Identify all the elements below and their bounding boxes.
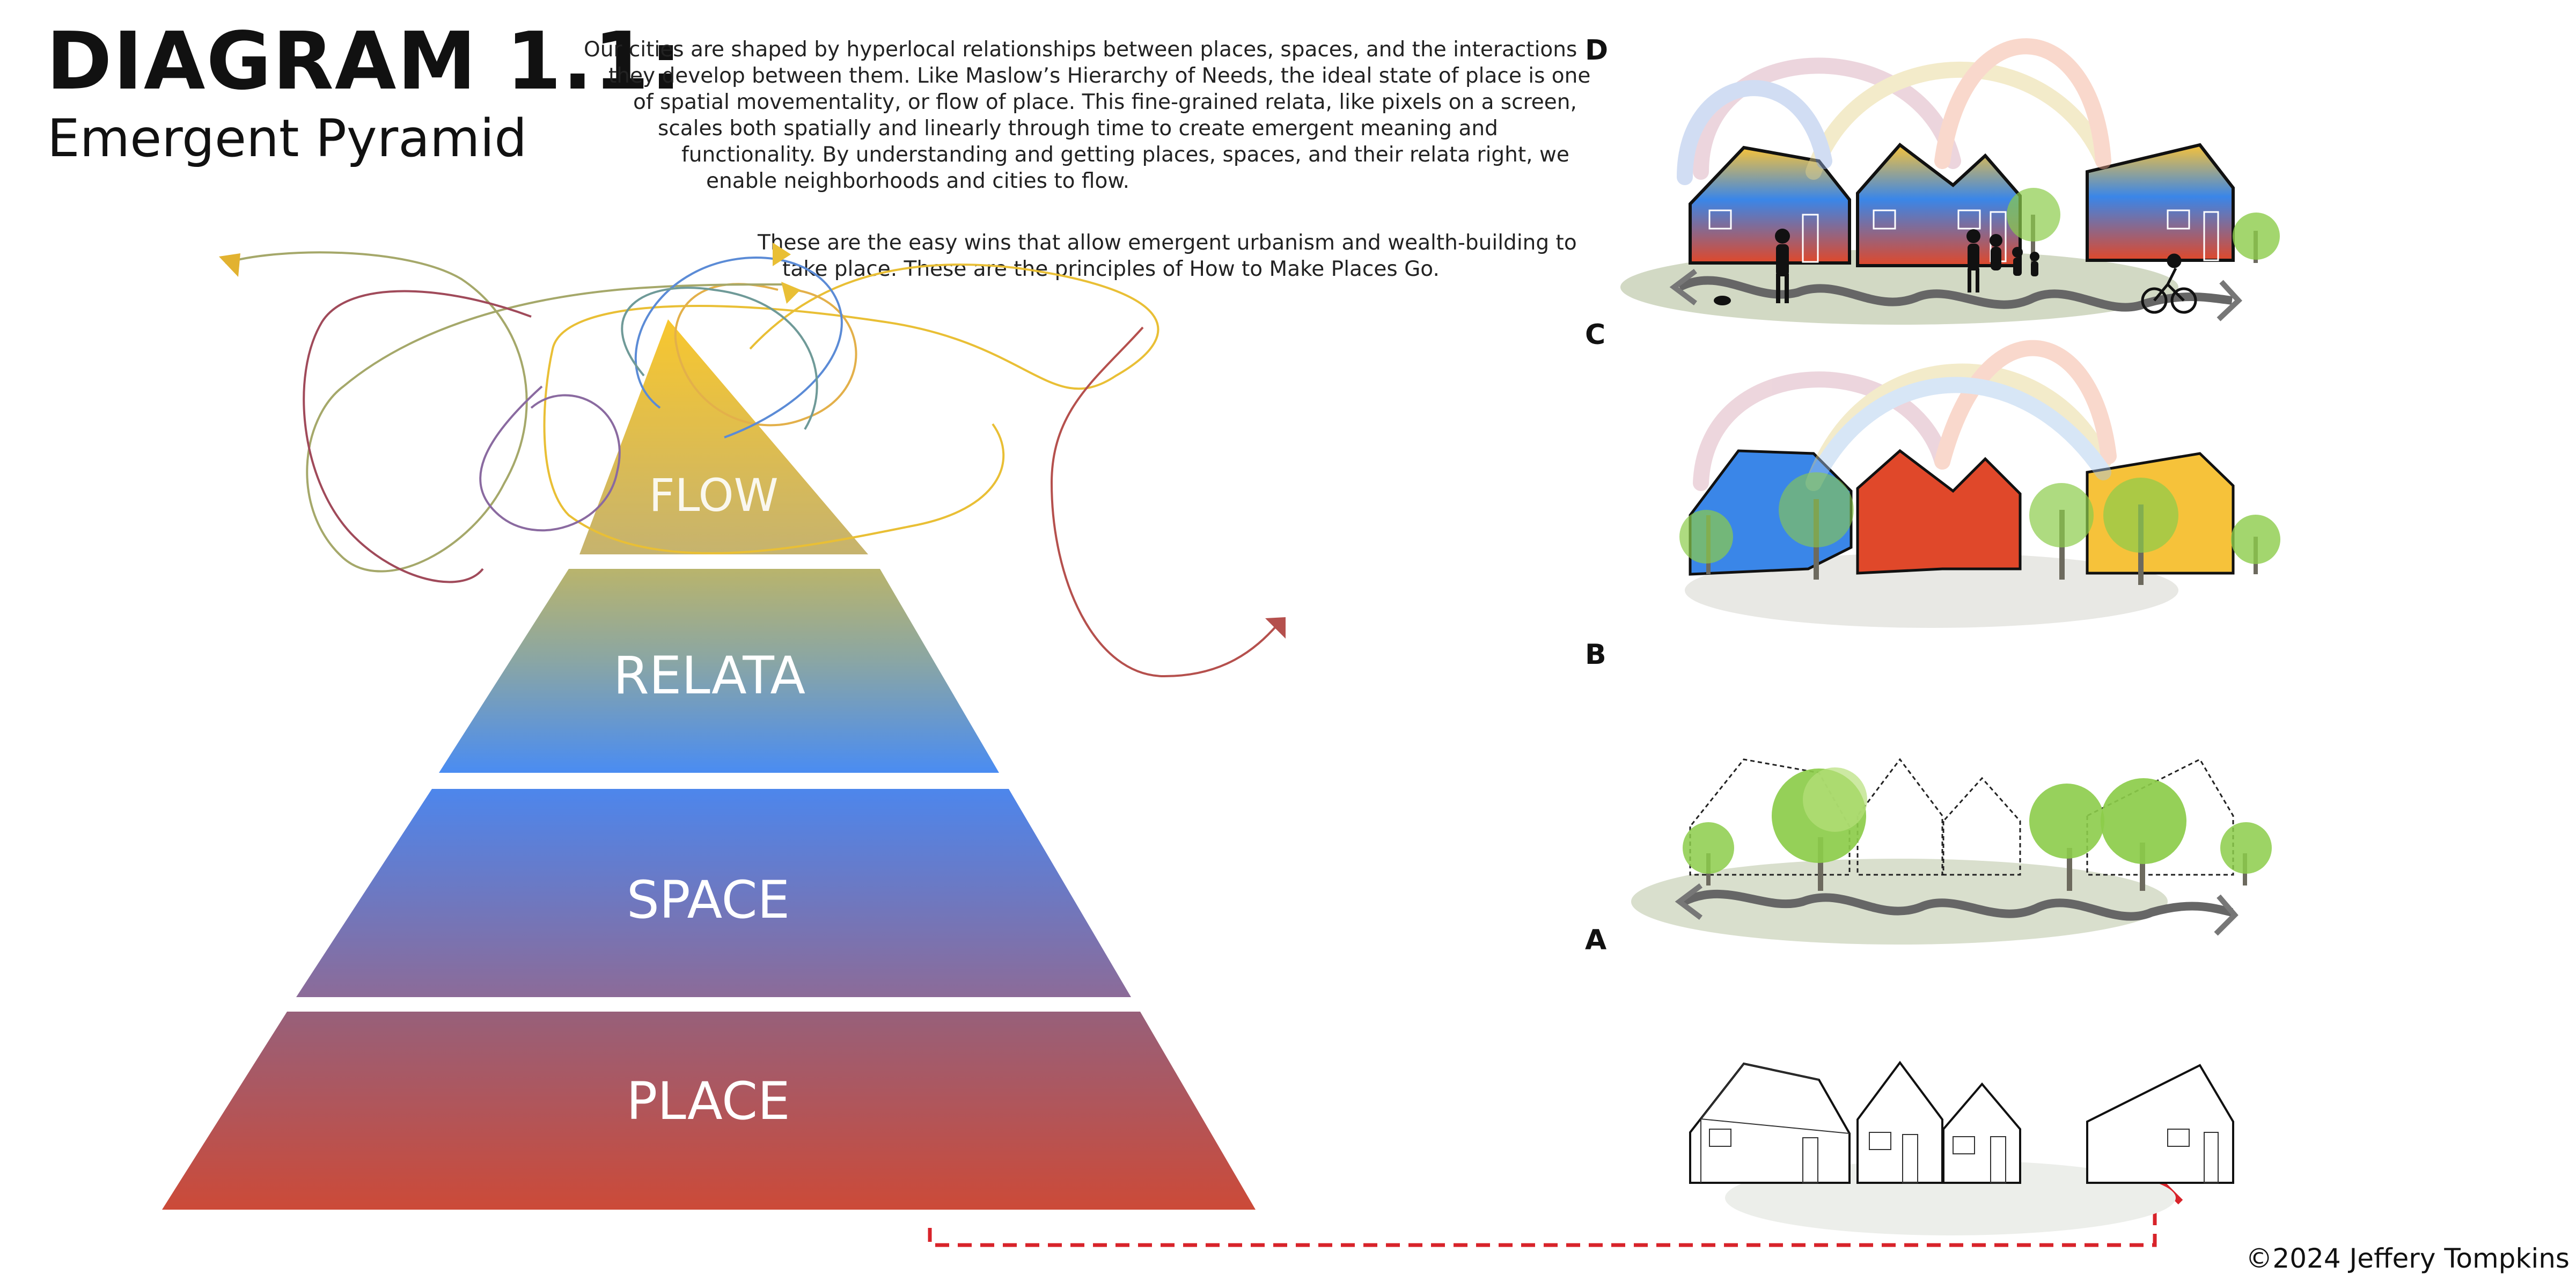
cyclist xyxy=(2141,253,2197,314)
panel-b xyxy=(1631,758,2272,945)
connection-arc xyxy=(1806,363,2111,491)
pyramid-label-space: SPACE xyxy=(627,870,790,930)
diagram-subtitle: Emergent Pyramid xyxy=(47,108,527,169)
connection-arc xyxy=(1693,57,1961,180)
flow-arrowhead-yellow-top xyxy=(773,243,791,266)
panel-c xyxy=(1679,340,2280,628)
ground-patch xyxy=(1631,859,2168,945)
intro-line-3: of spatial movementality, or flow of pla… xyxy=(633,90,1577,114)
intro-line-5: functionality. By understanding and gett… xyxy=(681,143,1569,167)
intro-line-6: enable neighborhoods and cities to flow. xyxy=(706,169,1130,193)
connection-arc xyxy=(1806,62,2111,180)
flow-line-maroon xyxy=(303,290,532,583)
house-outline xyxy=(1856,1060,1943,1184)
flow-line-yellow xyxy=(543,264,1159,554)
trees xyxy=(2007,188,2280,263)
intro-line-2: they develop between them. Like Maslow’s… xyxy=(608,64,1591,88)
pyramid-level-flow xyxy=(579,319,868,554)
house-gradient xyxy=(2086,143,2235,262)
panel-d xyxy=(1620,38,2280,325)
connection-arc xyxy=(1806,377,2111,491)
diagram-title: DIAGRAM 1.1: xyxy=(46,15,683,107)
house-gradient xyxy=(1689,145,1851,265)
panel-a xyxy=(1689,1060,2234,1235)
flow-line-teal xyxy=(621,287,818,430)
connection-arc xyxy=(1677,80,1832,185)
pyramid: FLOW RELATA SPACE PLACE xyxy=(162,319,1256,1210)
house-red xyxy=(1856,449,2022,575)
house-dashed-outline xyxy=(1856,758,1943,876)
connection-arc xyxy=(1693,371,1950,491)
connection-arc xyxy=(1934,38,2111,169)
flow-lines xyxy=(225,251,1278,678)
intro-line-1: Our cities are shaped by hyperlocal rela… xyxy=(584,38,1577,62)
ground-patch xyxy=(1620,250,2178,325)
trees xyxy=(1679,472,2280,585)
street-arrow-left xyxy=(1675,883,1702,920)
trees xyxy=(1683,767,2272,891)
flow-line-blue xyxy=(634,257,843,438)
panel-label-a: A xyxy=(1585,924,1607,956)
house-outline xyxy=(1689,1062,1851,1184)
ground-patch xyxy=(1685,553,2178,628)
panel-label-b: B xyxy=(1585,639,1606,671)
intro-line-7: These are the easy wins that allow emerg… xyxy=(758,231,1577,255)
panel-label-d: D xyxy=(1585,34,1609,67)
pyramid-level-relata xyxy=(439,569,999,773)
pyramid-label-place: PLACE xyxy=(626,1071,790,1131)
flow-arrowhead-yellow-mid xyxy=(781,282,801,304)
street-arrow-left xyxy=(1669,269,1697,305)
pyramid-level-space xyxy=(296,789,1131,997)
street-arrow-right xyxy=(2214,894,2239,936)
street-wave xyxy=(1677,276,2233,312)
pyramid-level-place xyxy=(162,1012,1256,1210)
pyramid-label-relata: RELATA xyxy=(613,646,805,706)
house-outline xyxy=(2086,1064,2234,1184)
people-silhouettes xyxy=(1714,229,2039,305)
panel-label-c: C xyxy=(1585,319,1606,351)
flow-line-red xyxy=(1050,326,1278,678)
flow-line-purple xyxy=(479,385,621,532)
connection-arc xyxy=(1934,340,2117,470)
dashed-connector-line xyxy=(928,1191,2157,1247)
house-dashed-outline xyxy=(1942,777,2021,876)
street-wave xyxy=(1682,890,2233,921)
flow-line-orange xyxy=(674,283,857,427)
pyramid-label-flow: FLOW xyxy=(649,469,778,522)
copyright-credit: ©2024 Jeffery Tompkins xyxy=(2245,1243,2570,1274)
flow-arrowhead-yellow-left xyxy=(219,253,240,277)
intro-line-4: scales both spatially and linearly throu… xyxy=(658,116,1498,141)
house-outline xyxy=(1942,1082,2021,1184)
intro-line-8: take place. These are the principles of … xyxy=(782,257,1440,281)
flow-arrowhead-red xyxy=(1265,617,1286,639)
flow-line-green xyxy=(225,251,784,573)
street-arrow-right xyxy=(2217,280,2243,321)
